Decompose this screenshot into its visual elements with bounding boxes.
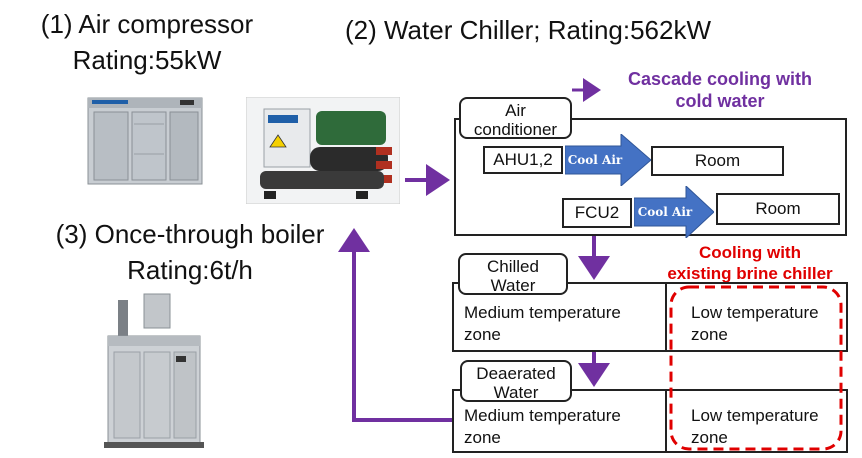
fcu-unit: FCU2 [562, 198, 632, 228]
deaerated-tag-line2: Water [493, 383, 539, 402]
cascade-line2: cold water [675, 91, 765, 111]
room-2: Room [716, 193, 840, 225]
cool-air-label-2: Cool Air [637, 205, 693, 219]
chiller-title: (2) Water Chiller; Rating:562kW [344, 15, 712, 45]
chilled-low-zone: Low temperature zone [665, 282, 848, 352]
chilled-low-line2: zone [691, 325, 728, 344]
brine-line2: existing brine chiller [667, 264, 833, 283]
boiler-title: (3) Once-through boiler [55, 219, 325, 249]
chilled-tag-line2: Water [490, 276, 536, 295]
air-compressor-title: (1) Air compressor [40, 9, 254, 39]
deaerated-medium-line1: Medium temperature [464, 406, 621, 425]
deaerated-water-tag: Deaerated Water [460, 360, 572, 402]
deaerated-tag-line1: Deaerated [476, 364, 556, 383]
chilled-water-tag: Chilled Water [458, 253, 568, 295]
deaerated-low-line2: zone [691, 428, 728, 447]
brine-dashed-outline [669, 285, 843, 451]
cascade-note: Cascade cooling with cold water [600, 68, 840, 112]
cool-air-label-1: Cool Air [567, 153, 623, 167]
ac-tag-line1: Air [505, 101, 526, 120]
air-compressor-image [86, 94, 206, 188]
deaerated-low-zone: Low temperature zone [665, 389, 848, 453]
brine-note: Cooling with existing brine chiller [650, 242, 850, 284]
air-compressor-rating: Rating:55kW [72, 45, 222, 75]
ac-tag-line2: conditioner [473, 120, 558, 139]
cool-air-arrow-2 [634, 186, 714, 238]
deaerated-medium-line2: zone [464, 428, 501, 447]
ahu-unit: AHU1,2 [483, 146, 563, 174]
cascade-line1: Cascade cooling with [627, 69, 813, 89]
chilled-low-line1: Low temperature [691, 303, 819, 322]
room-1: Room [651, 146, 784, 176]
air-conditioner-tag: Air conditioner [459, 97, 572, 139]
boiler-rating: Rating:6t/h [127, 255, 253, 285]
chilled-medium-line2: zone [464, 325, 501, 344]
boiler-image [104, 292, 204, 450]
cool-air-arrow-1 [565, 134, 651, 186]
deaerated-low-line1: Low temperature [691, 406, 819, 425]
chilled-medium-line1: Medium temperature [464, 303, 621, 322]
brine-line1: Cooling with [699, 243, 801, 262]
chilled-tag-line1: Chilled [487, 257, 539, 276]
return-to-chiller-arrow [338, 228, 452, 422]
